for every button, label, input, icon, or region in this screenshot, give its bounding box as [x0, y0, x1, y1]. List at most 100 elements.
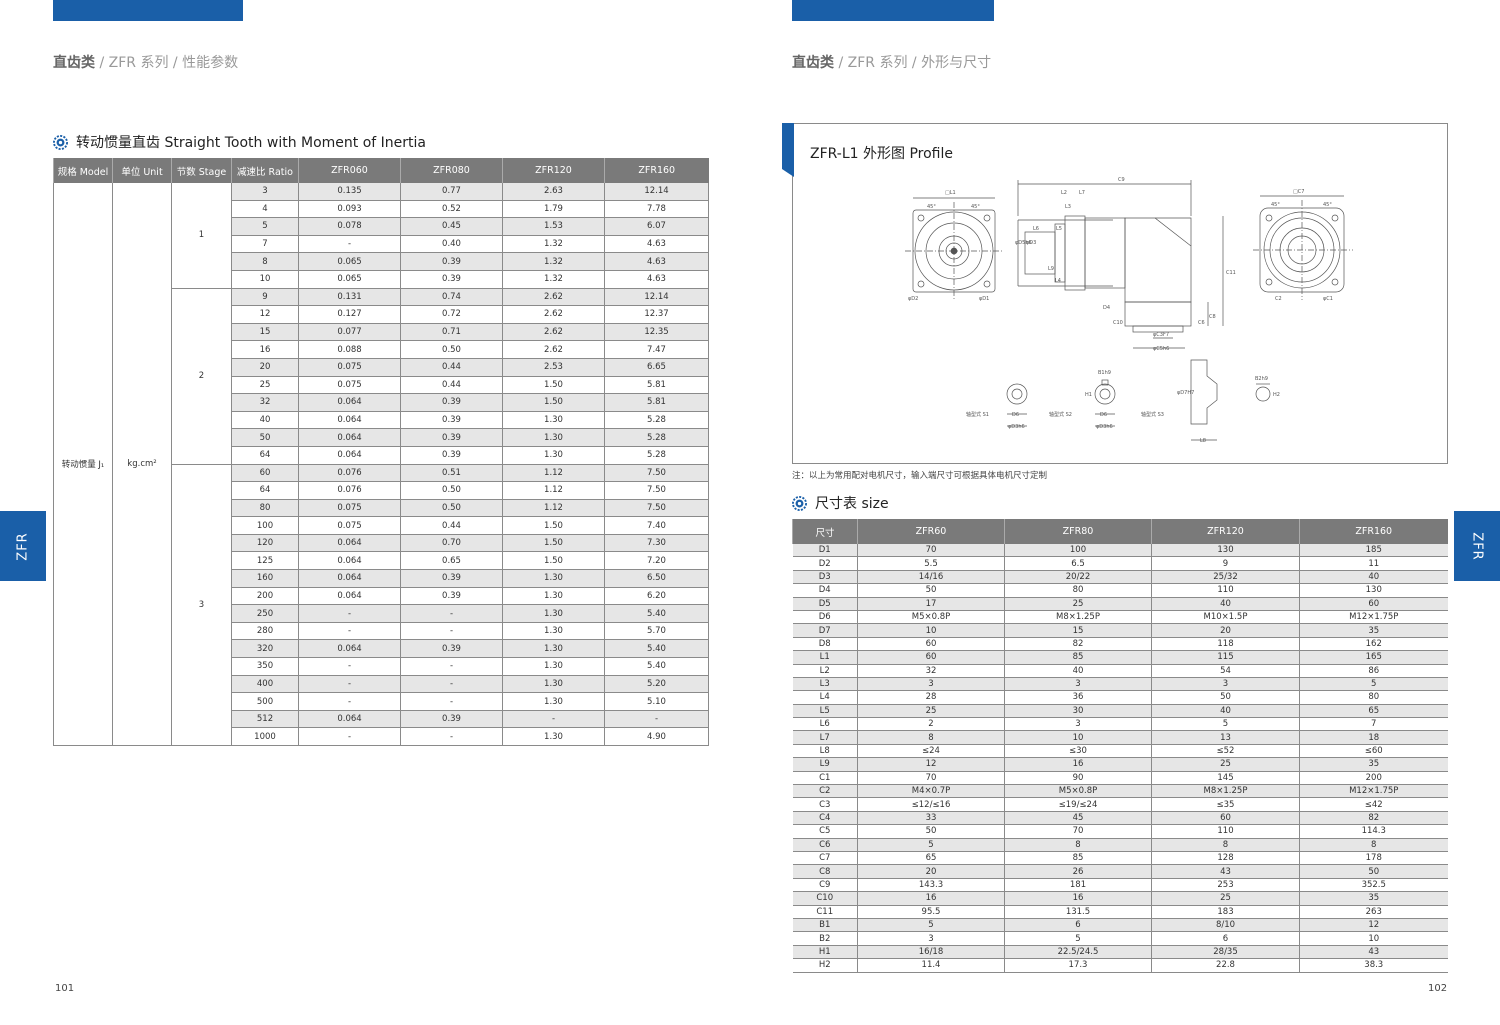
- inertia-value-cell: 5.40: [604, 639, 709, 659]
- dimension-name-cell: L6: [792, 717, 858, 732]
- inertia-value-cell: 12.14: [604, 183, 709, 201]
- dimension-value-cell: 143.3: [857, 878, 1005, 893]
- left-top-bar: [53, 0, 243, 21]
- label-C7: □C7: [1293, 189, 1304, 195]
- right-top-bar: [792, 0, 994, 21]
- inertia-value-cell: 7.78: [604, 200, 709, 219]
- label-L5: L5: [1056, 226, 1062, 232]
- breadcrumb-sep: /: [907, 55, 922, 71]
- inertia-value-cell: 0.39: [400, 446, 503, 465]
- dimension-value-cell: 90: [1004, 771, 1152, 786]
- dimension-value-cell: 352.5: [1299, 878, 1448, 893]
- inertia-value-cell: 1.30: [502, 604, 605, 623]
- inertia-value-cell: 1.30: [502, 411, 605, 430]
- dimension-value-cell: 20/22: [1004, 570, 1152, 585]
- dimension-name-cell: L5: [792, 704, 858, 719]
- inertia-value-cell: 0.064: [298, 587, 401, 606]
- inertia-value-cell: 0.064: [298, 393, 401, 412]
- label-L7: L7: [1079, 190, 1085, 196]
- dimension-value-cell: 80: [1004, 583, 1152, 598]
- inertia-value-cell: 6.20: [604, 587, 709, 606]
- inertia-value-cell: 2.62: [502, 340, 605, 359]
- dimension-value-cell: 10: [1299, 931, 1448, 946]
- dimension-value-cell: 82: [1299, 811, 1448, 826]
- dimension-value-cell: 130: [1151, 544, 1300, 558]
- ratio-cell: 100: [231, 516, 299, 535]
- inertia-value-cell: 0.064: [298, 446, 401, 465]
- breadcrumb-sep: /: [95, 55, 109, 71]
- dimension-value-cell: 110: [1151, 583, 1300, 598]
- stage-cell: 1: [171, 183, 232, 289]
- inertia-value-cell: 5.81: [604, 376, 709, 395]
- dimension-value-cell: 80: [1299, 690, 1448, 705]
- shaft-types: [1006, 359, 1271, 441]
- dimension-name-cell: C11: [792, 905, 858, 919]
- inertia-value-cell: 0.71: [400, 323, 503, 342]
- inertia-value-cell: 1.30: [502, 639, 605, 659]
- inertia-value-cell: 2.62: [502, 323, 605, 342]
- section-title-text: 转动惯量直齿 Straight Tooth with Moment of Ine…: [76, 135, 426, 151]
- profile-note: 注：以上为常用配对电机尺寸，输入端尺寸可根据具体电机尺寸定制: [792, 471, 1048, 481]
- inertia-value-cell: 4.90: [604, 727, 709, 746]
- label-H1: H1: [1085, 392, 1092, 398]
- inertia-value-cell: 0.064: [298, 534, 401, 553]
- dimension-value-cell: 60: [857, 637, 1005, 652]
- inertia-value-cell: 0.076: [298, 481, 401, 500]
- dimension-value-cell: 6: [1151, 931, 1300, 946]
- inertia-value-cell: 1.50: [502, 534, 605, 553]
- ratio-cell: 160: [231, 569, 299, 588]
- label-B1: B1h9: [1098, 370, 1111, 376]
- dimension-value-cell: ≤12/≤16: [857, 797, 1005, 812]
- inertia-value-cell: 4.63: [604, 270, 709, 289]
- inertia-value-cell: 2.62: [502, 288, 605, 307]
- size-section-title: 尺寸表 size: [792, 493, 889, 513]
- breadcrumb-series: ZFR 系列: [108, 55, 169, 71]
- dimension-value-cell: 25: [1004, 597, 1152, 611]
- dimension-value-cell: 10: [857, 623, 1005, 638]
- dimension-value-cell: 22.5/24.5: [1004, 945, 1152, 960]
- dimension-value-cell: 40: [1299, 570, 1448, 585]
- inertia-value-cell: 1.79: [502, 200, 605, 219]
- label-D5: φD5h6: [1015, 240, 1032, 246]
- gear-icon: [792, 495, 807, 511]
- inertia-value-cell: 2.63: [502, 183, 605, 201]
- ratio-cell: 20: [231, 358, 299, 377]
- inertia-col-header: 规格 Model: [53, 158, 113, 183]
- inertia-col-header: ZFR160: [604, 158, 709, 183]
- ratio-cell: 16: [231, 340, 299, 359]
- ratio-cell: 12: [231, 305, 299, 324]
- inertia-value-cell: -: [298, 235, 401, 254]
- dimension-value-cell: 114.3: [1299, 824, 1448, 839]
- inertia-value-cell: 1.50: [502, 551, 605, 571]
- label-B2: B2h9: [1255, 376, 1268, 382]
- breadcrumb-sep: /: [834, 55, 848, 71]
- inertia-value-cell: 0.064: [298, 428, 401, 447]
- label-C5: φC5h6: [1153, 346, 1169, 352]
- dimension-name-cell: C3: [792, 797, 858, 812]
- inertia-value-cell: 0.078: [298, 217, 401, 236]
- dimension-value-cell: M4×0.7P: [857, 784, 1005, 799]
- inertia-value-cell: 0.45: [400, 217, 503, 236]
- dimension-name-cell: D7: [792, 623, 858, 638]
- dimension-value-cell: 70: [1004, 824, 1152, 839]
- dimension-value-cell: 70: [857, 544, 1005, 558]
- dimension-name-cell: L1: [792, 650, 858, 665]
- inertia-value-cell: 7.20: [604, 551, 709, 571]
- inertia-value-cell: 0.064: [298, 411, 401, 430]
- dimension-value-cell: 85: [1004, 650, 1152, 665]
- dimension-value-cell: 54: [1151, 664, 1300, 678]
- dimension-value-cell: 200: [1299, 771, 1448, 786]
